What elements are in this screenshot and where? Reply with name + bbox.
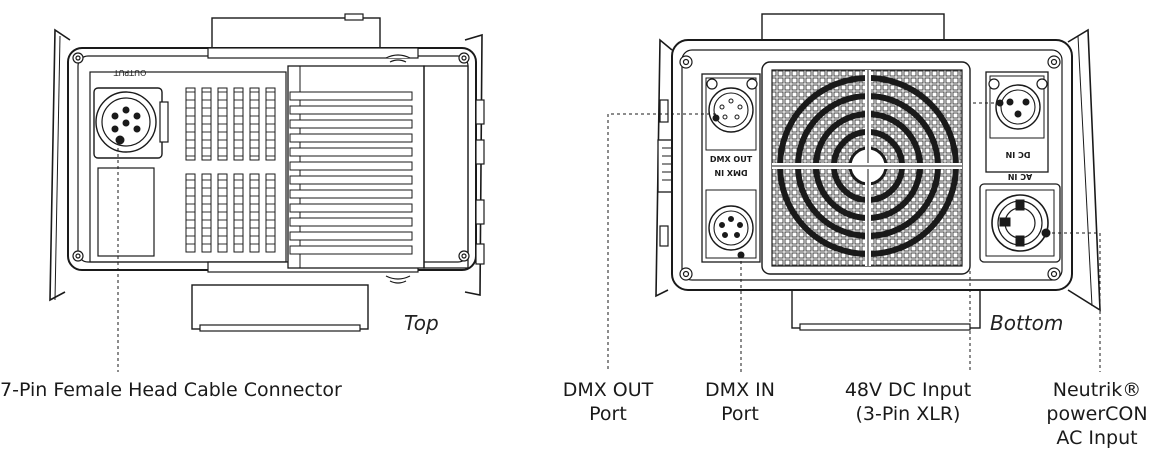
callout-dc-input: 48V DC Input (3-Pin XLR) (828, 378, 988, 426)
top-vent-slots (185, 87, 276, 253)
ac-in-connector (979, 183, 1061, 263)
callout-dmx-in-line1: DMX IN (705, 379, 775, 401)
bottom-mounting-screws (679, 55, 1061, 281)
top-mounting-screws (72, 52, 470, 262)
dmx-out-connector (708, 87, 754, 133)
callout-ac-input-line2: powerCON (1046, 403, 1148, 425)
top-view-label: Top (404, 311, 439, 335)
dmx-in-connector (708, 205, 754, 259)
output-connector (93, 87, 169, 159)
bottom-view-label: Bottom (990, 311, 1064, 335)
top-fin-slats (289, 91, 413, 255)
callout-ac-input: Neutrik® powerCON AC Input (1030, 378, 1164, 450)
callout-head-cable-text: 7-Pin Female Head Cable Connector (0, 379, 342, 401)
dmx-out-panel-label: DMX OUT (710, 155, 753, 164)
callout-dc-input-line1: 48V DC Input (844, 379, 972, 401)
callout-dmx-in-line2: Port (721, 403, 759, 425)
callout-dmx-out-line1: DMX OUT (562, 379, 654, 401)
callout-head-cable-connector: 7-Pin Female Head Cable Connector (0, 378, 390, 402)
callout-ac-input-line1: Neutrik® (1052, 379, 1142, 401)
top-view-housing (49, 13, 483, 332)
fan-grille (771, 69, 963, 267)
callout-dmx-in-port: DMX IN Port (690, 378, 790, 426)
output-panel-label: OUTPUT (114, 68, 147, 77)
callout-ac-input-line3: AC Input (1056, 427, 1138, 449)
dc-in-panel-label: DC IN (1006, 150, 1031, 159)
ac-in-panel-label: AC IN (1008, 172, 1033, 181)
callout-dmx-out-port: DMX OUT Port (548, 378, 668, 426)
callout-dmx-out-line2: Port (589, 403, 627, 425)
top-side-knobs (385, 54, 485, 284)
dmx-in-panel-label: DMX IN (714, 168, 747, 177)
leader-lines (117, 102, 1101, 372)
callout-dc-input-line2: (3-Pin XLR) (855, 403, 961, 425)
